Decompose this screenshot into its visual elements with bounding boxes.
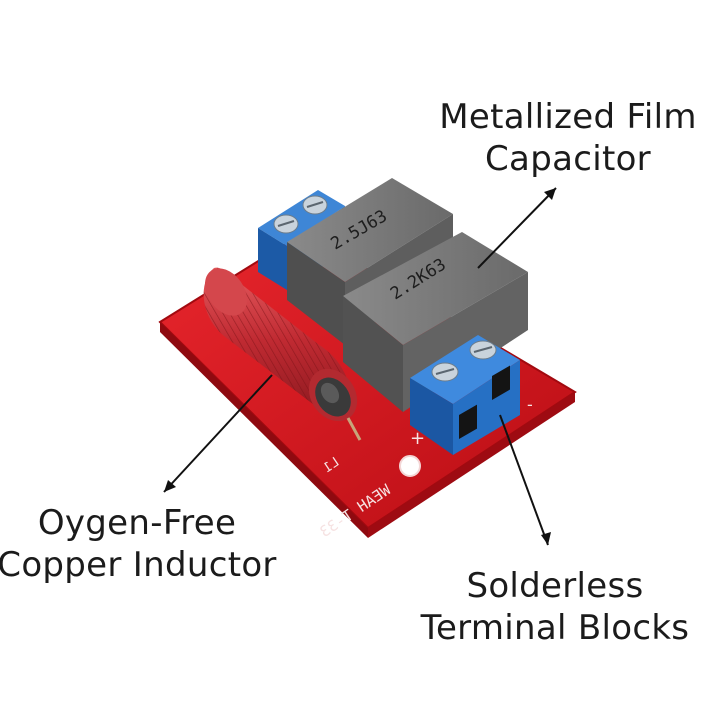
inductor-arrowhead [164,480,176,492]
capacitor-arrow [477,187,557,269]
capacitor-arrowhead [544,188,556,200]
inductor-callout-line2: Copper Inductor [0,545,277,585]
inductor-ref-label: L1 [321,455,342,476]
capacitor-callout: Metallized Film Capacitor [418,96,718,180]
capacitor-callout-line1: Metallized Film [439,97,697,137]
terminal-arrowhead [541,532,551,545]
capacitor-2: 2.2K63 [343,232,528,412]
terminal-arrow [499,414,549,546]
callout-arrows [163,187,557,546]
capacitor-callout-line2: Capacitor [485,139,651,179]
minus-sign: - [527,395,533,414]
inductor-arrow [163,374,273,493]
plus-sign: + [410,428,425,449]
terminal-callout-line1: Solderless [466,566,644,606]
terminal-callout-line2: Terminal Blocks [420,608,690,648]
inductor-callout: Oygen-Free Copper Inductor [0,502,292,586]
front-terminal-block [410,335,520,455]
inductor-callout-line1: Oygen-Free [37,503,237,543]
terminal-callout: Solderless Terminal Blocks [400,565,710,649]
mounting-hole [399,455,421,477]
inductor-coil [203,267,362,441]
